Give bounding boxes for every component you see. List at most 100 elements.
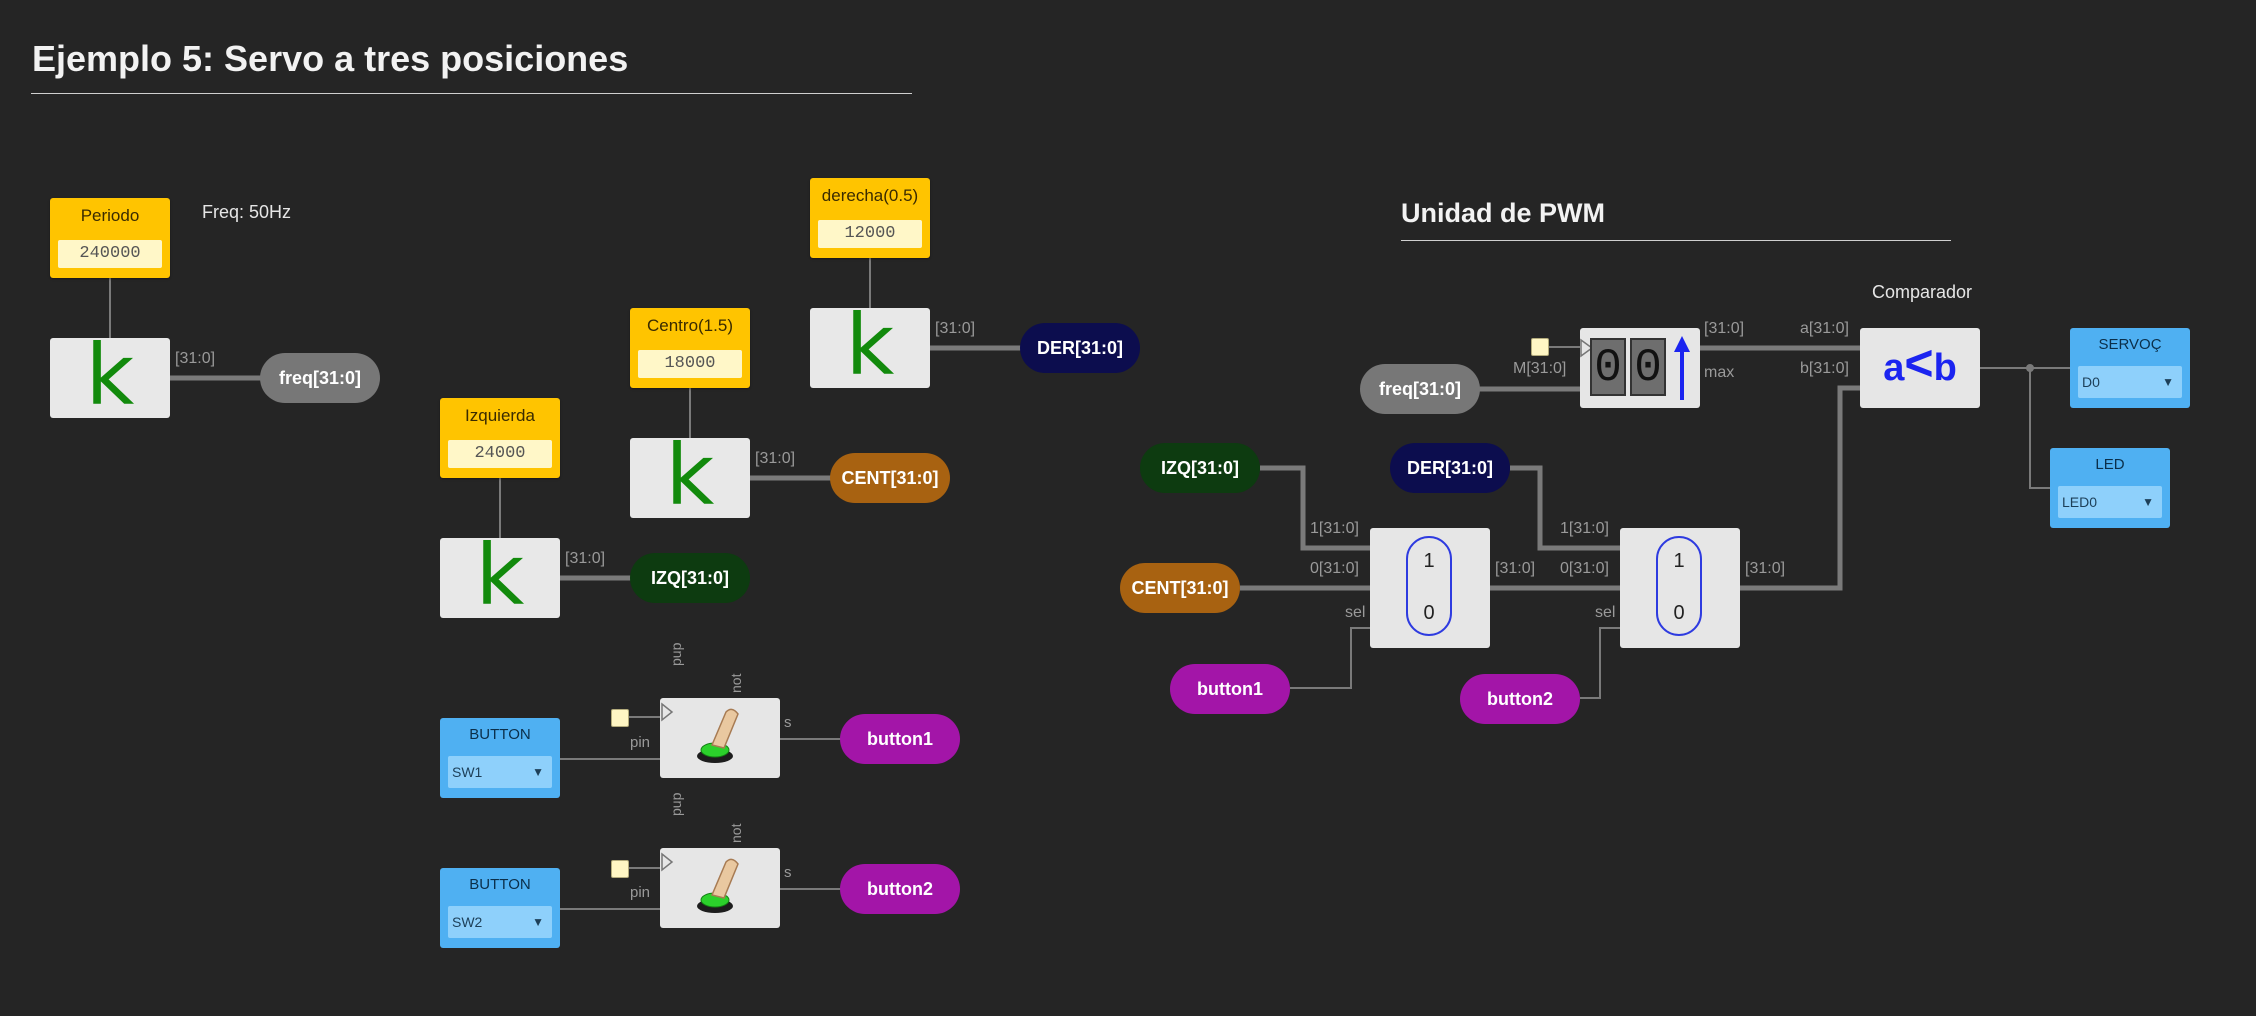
pin-select[interactable]: D0▼ — [2078, 366, 2182, 398]
wire-der-mux2 — [1510, 465, 1620, 551]
k-block-periodo[interactable]: k — [50, 326, 170, 424]
port-pin: pin — [630, 734, 651, 751]
constant-periodo[interactable]: Periodo 240000 — [50, 198, 170, 278]
signal-izq[interactable]: IZQ[31:0] — [630, 553, 750, 603]
mux-input-0: 0 — [1673, 602, 1685, 624]
constant-label: Centro(1.5) — [647, 316, 733, 335]
constant-label: derecha(0.5) — [821, 186, 919, 205]
constant-centro[interactable]: Centro(1.5) 18000 — [630, 308, 750, 388]
port-in1: 1[31:0] — [1310, 520, 1359, 537]
multiplexer-1[interactable]: 1 0 — [1370, 528, 1490, 648]
mux-input-0: 0 — [1423, 602, 1435, 624]
constant-derecha[interactable]: derecha(0.5) 12000 — [810, 178, 930, 258]
chevron-down-icon: ▼ — [2162, 375, 2174, 389]
title-divider — [31, 93, 912, 94]
port-b: b[31:0] — [1800, 360, 1849, 377]
signal-freq-pwm[interactable]: freq[31:0] — [1360, 364, 1480, 414]
pin-select[interactable]: SW2▼ — [448, 906, 552, 938]
counter-digit: 0 — [1590, 338, 1626, 396]
port-sel: sel — [1595, 604, 1616, 621]
port-s: s — [784, 864, 792, 881]
constant-value-field[interactable]: 24000 — [448, 440, 552, 468]
port-pup: pup — [668, 642, 684, 666]
signal-der[interactable]: DER[31:0] — [1020, 323, 1140, 373]
port-pup: pup — [668, 792, 684, 816]
bus-label: [31:0] — [1495, 560, 1536, 577]
signal-button1[interactable]: button1 — [840, 714, 960, 764]
mux-symbol — [1406, 536, 1452, 636]
pin-select[interactable]: SW1▼ — [448, 756, 552, 788]
button-driver-block-1[interactable] — [660, 698, 780, 778]
comparator-symbol: a<b — [1883, 335, 1957, 391]
constant-label: Periodo — [80, 206, 140, 225]
k-block-derecha[interactable]: k — [810, 296, 930, 394]
port-sel: sel — [1345, 604, 1366, 621]
mux-input-1: 1 — [1673, 550, 1685, 572]
pwm-section-title: Unidad de PWM — [1401, 198, 1605, 228]
wire-btn2-sel2 — [1580, 627, 1620, 699]
comparator-block[interactable]: a<b — [1860, 328, 1980, 408]
button-driver-block-2[interactable] — [660, 848, 780, 928]
k-symbol: k — [475, 526, 525, 624]
signal-cent[interactable]: CENT[31:0] — [830, 453, 950, 503]
page-title: Ejemplo 5: Servo a tres posiciones — [32, 38, 629, 79]
push-button-icon — [661, 852, 739, 913]
wire-mux2-b — [1740, 385, 1860, 591]
wire-led-branch — [2029, 368, 2050, 489]
wire-izq-mux1 — [1260, 465, 1370, 551]
reset-checkbox[interactable] — [1531, 338, 1549, 356]
bus-label: [31:0] — [175, 350, 216, 367]
constant-izquierda[interactable]: Izquierda 24000 — [440, 398, 560, 478]
chevron-down-icon: ▼ — [532, 915, 544, 929]
constant-label: Izquierda — [465, 406, 535, 425]
pullup-checkbox-1[interactable] — [611, 709, 629, 727]
k-block-izquierda[interactable]: k — [440, 526, 560, 624]
push-button-icon — [661, 702, 739, 763]
signal-button2-pwm[interactable]: button2 — [1460, 674, 1580, 724]
port-not: not — [728, 823, 744, 843]
signal-der-pwm[interactable]: DER[31:0] — [1390, 443, 1510, 493]
output-servo[interactable]: SERVOÇ D0▼ — [2070, 328, 2190, 408]
input-button-sw2[interactable]: BUTTON SW2▼ — [440, 868, 560, 948]
chevron-down-icon: ▼ — [532, 765, 544, 779]
signal-izq-pwm[interactable]: IZQ[31:0] — [1140, 443, 1260, 493]
port-in0: 0[31:0] — [1310, 560, 1359, 577]
multiplexer-2[interactable]: 1 0 — [1620, 528, 1740, 648]
port-m: M[31:0] — [1513, 360, 1567, 377]
clock-triangle-icon — [1580, 338, 1594, 358]
wire-junction — [2026, 364, 2034, 372]
arrow-up-icon — [1674, 336, 1690, 400]
port-max: max — [1704, 364, 1735, 381]
constant-value-field[interactable]: 18000 — [638, 350, 742, 378]
bus-label: [31:0] — [1704, 320, 1745, 337]
chevron-down-icon: ▼ — [2142, 495, 2154, 509]
counter-block[interactable]: 0 0 — [1580, 328, 1700, 408]
constant-value-field[interactable]: 12000 — [818, 220, 922, 248]
mux-input-1: 1 — [1423, 550, 1435, 572]
port-in0: 0[31:0] — [1560, 560, 1609, 577]
port-not: not — [728, 673, 744, 693]
signal-freq[interactable]: freq[31:0] — [260, 353, 380, 403]
pin-select[interactable]: LED0▼ — [2058, 486, 2162, 518]
k-block-centro[interactable]: k — [630, 426, 750, 524]
signal-button1-pwm[interactable]: button1 — [1170, 664, 1290, 714]
io-label: SERVOÇ — [2098, 336, 2162, 353]
port-a: a[31:0] — [1800, 320, 1849, 337]
signal-cent-pwm[interactable]: CENT[31:0] — [1120, 563, 1240, 613]
port-s: s — [784, 714, 792, 731]
freq-note: Freq: 50Hz — [202, 202, 292, 222]
io-label: BUTTON — [469, 726, 531, 743]
pullup-checkbox-2[interactable] — [611, 860, 629, 878]
io-label: BUTTON — [469, 876, 531, 893]
bus-label: [31:0] — [1745, 560, 1786, 577]
io-label: LED — [2095, 456, 2125, 473]
output-led[interactable]: LED LED0▼ — [2050, 448, 2170, 528]
constant-value-field[interactable]: 240000 — [58, 240, 162, 268]
comparator-label: Comparador — [1872, 282, 1973, 302]
bus-label: [31:0] — [565, 550, 606, 567]
pwm-section-divider — [1401, 240, 1951, 241]
wire-btn1-sel1 — [1290, 627, 1370, 689]
signal-button2[interactable]: button2 — [840, 864, 960, 914]
input-button-sw1[interactable]: BUTTON SW1▼ — [440, 718, 560, 798]
